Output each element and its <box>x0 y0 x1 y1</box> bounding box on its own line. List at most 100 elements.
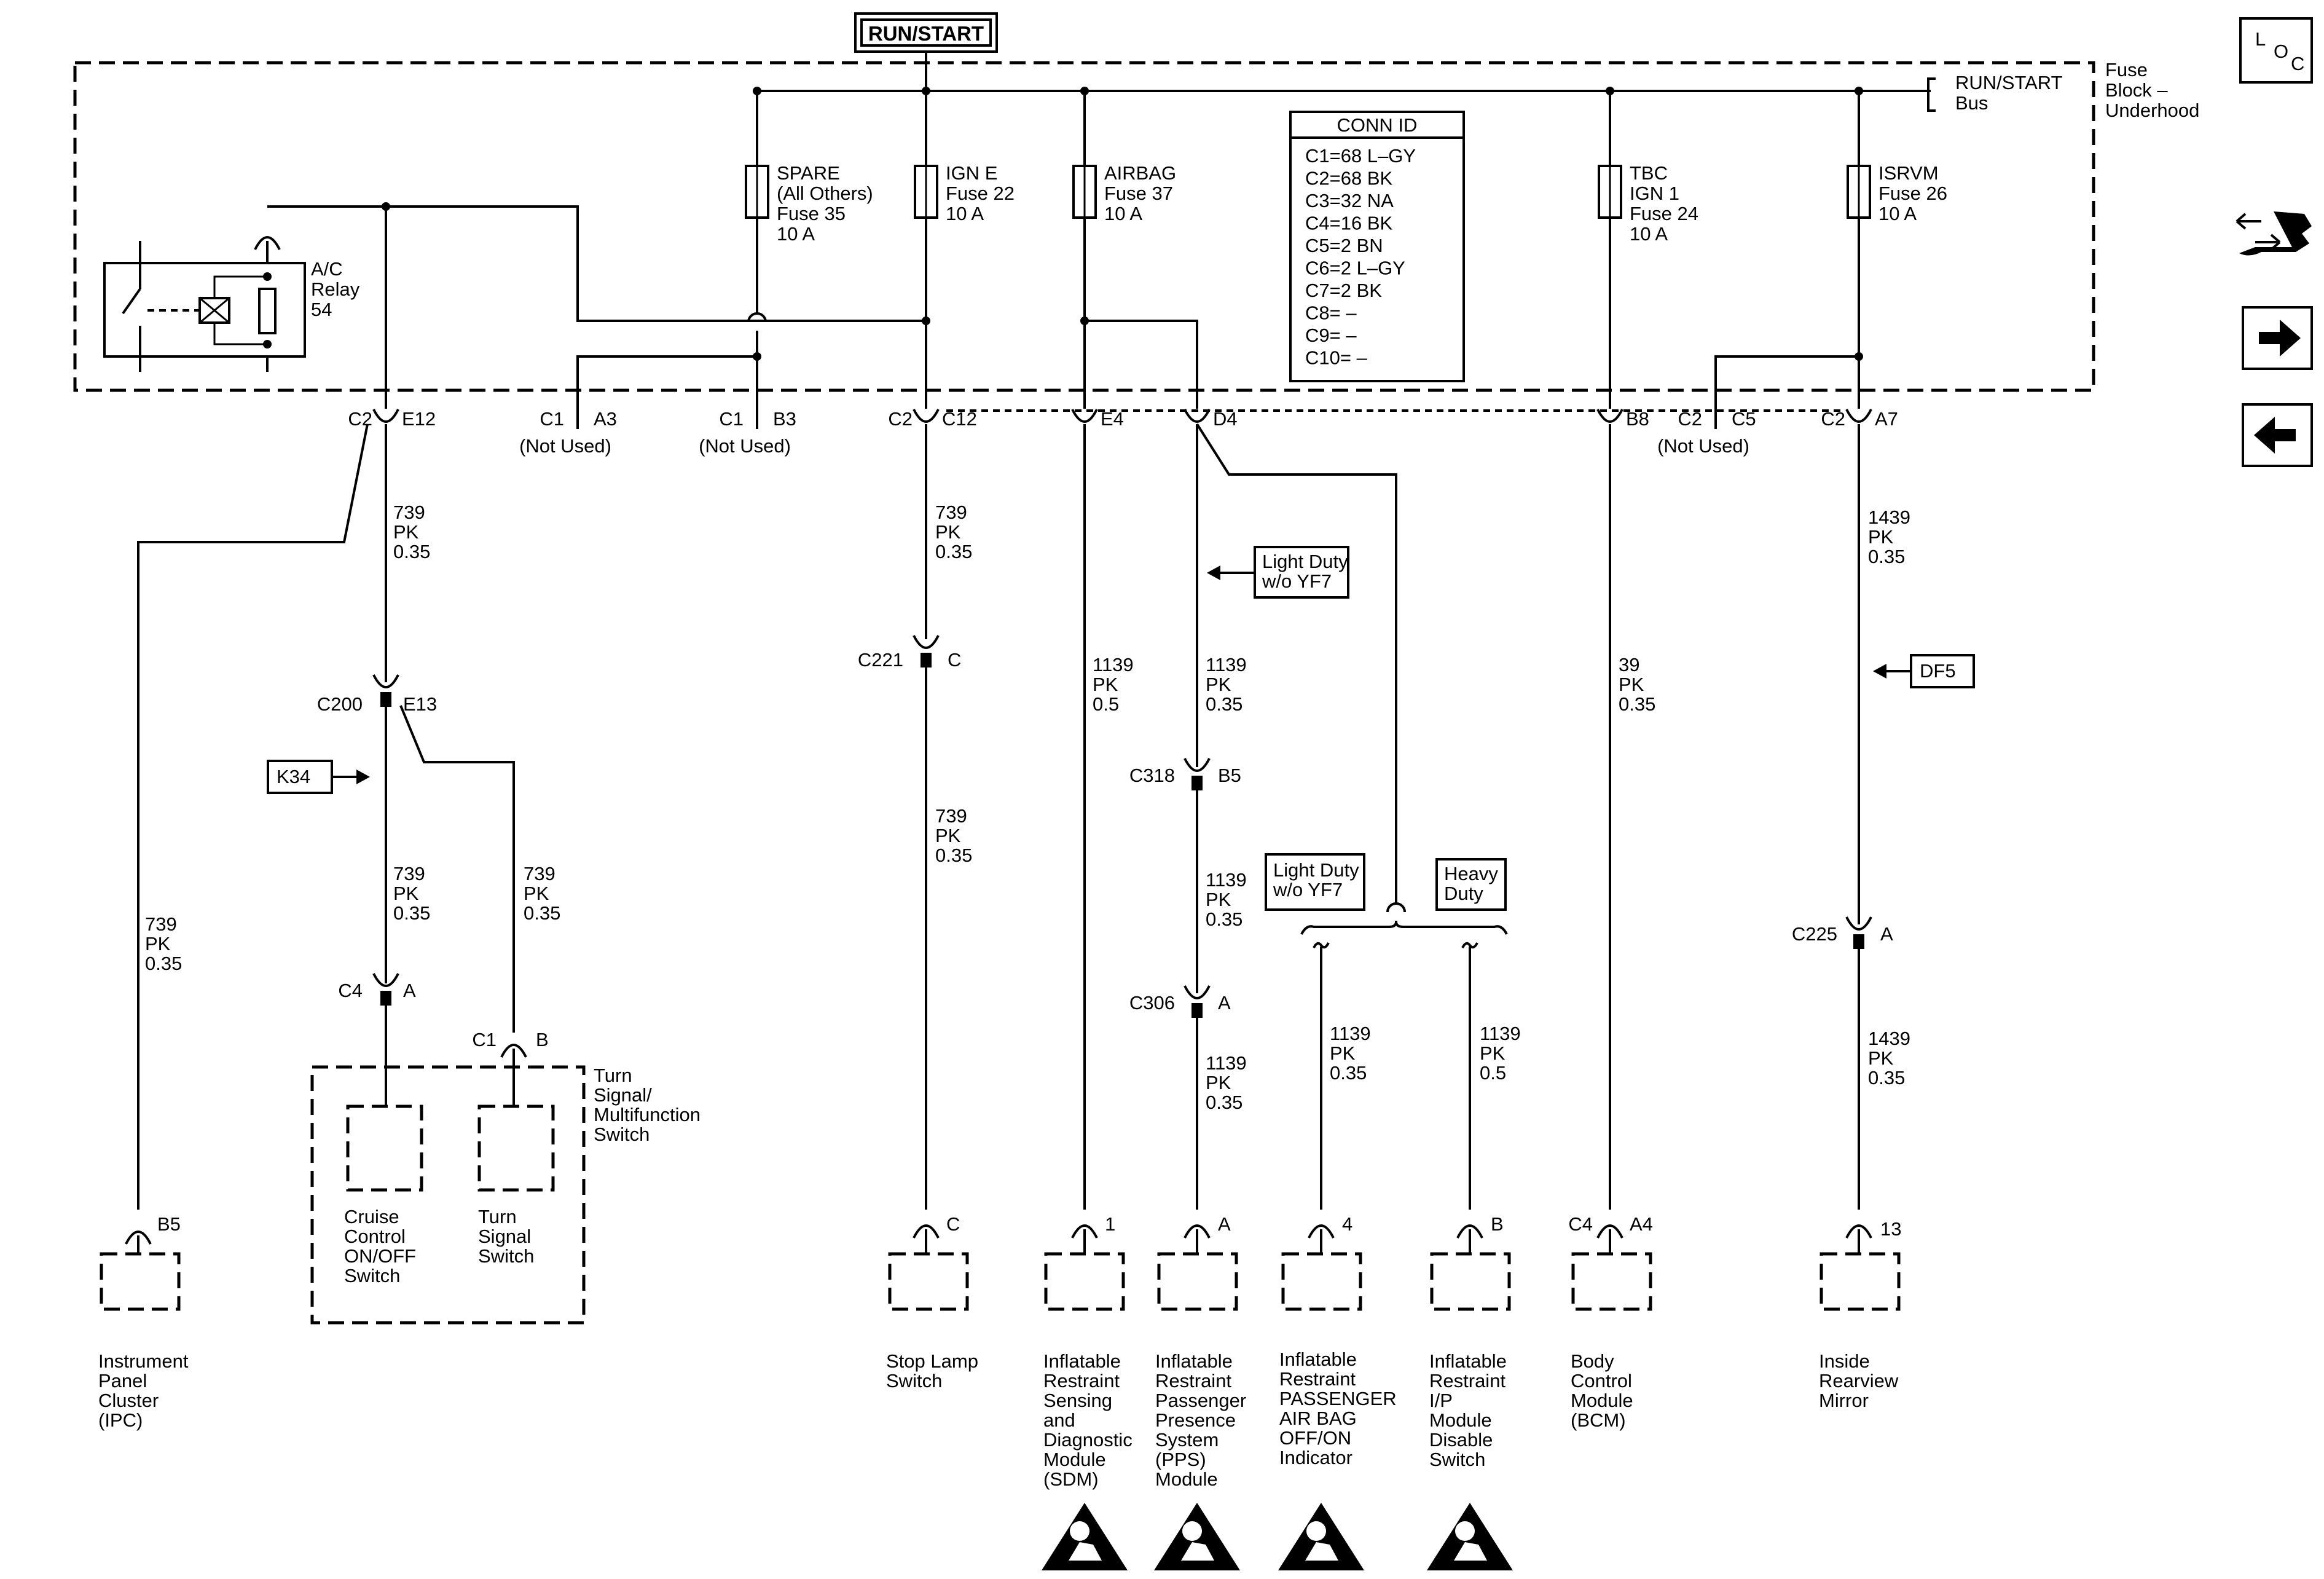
component-outline <box>1820 1252 1901 1311</box>
run-start-label: RUN/START <box>868 22 984 45</box>
conn-id-row: C5=2 BN <box>1305 235 1383 256</box>
wire-label-1139: 0.5 <box>1093 693 1119 715</box>
wire-739-turn <box>399 705 515 1033</box>
connector-female <box>372 973 399 987</box>
component-label-pps: Inflatable <box>1155 1350 1233 1372</box>
component-pin-label: B5 <box>157 1213 181 1235</box>
wire-label-739: PK <box>935 825 961 846</box>
connector-pin <box>382 693 390 706</box>
wire-1139-heavy <box>1196 423 1397 904</box>
turn-switch-title: Signal/ <box>594 1084 652 1106</box>
component-pin-label: C <box>946 1213 960 1235</box>
conn-id-row: C10= – <box>1305 347 1368 369</box>
loc-button[interactable] <box>2239 17 2313 84</box>
cruise-switch-label: Cruise <box>344 1206 399 1227</box>
option-k34-label: K34 <box>277 766 310 787</box>
fuse-label-isrvm: ISRVM <box>1878 162 1939 184</box>
wire-label-739: 0.35 <box>524 902 560 924</box>
wire-label-1439: 1439 <box>1868 506 1910 528</box>
airbag-occupant-icon <box>1306 1521 1326 1541</box>
terminal-conn: C2 <box>1821 408 1845 430</box>
conn-id-row: C4=16 BK <box>1305 213 1393 234</box>
wire-label-1439: 0.35 <box>1868 546 1905 567</box>
wire-label-739: 739 <box>935 502 967 523</box>
component-label-disable: Restraint <box>1429 1370 1505 1392</box>
wire-crossover <box>747 312 767 323</box>
wire-label-739: 0.35 <box>145 953 182 974</box>
fuse-label-ign-e: IGN E <box>946 162 997 184</box>
relay-coil-lead <box>213 275 267 298</box>
tools-wrench-icon <box>2239 211 2312 256</box>
component-outline <box>1281 1252 1362 1311</box>
relay-label: A/C <box>311 258 343 280</box>
fuse-label-spare: 10 A <box>777 223 815 245</box>
relay-diode <box>258 288 277 334</box>
wire-label-739: 0.35 <box>393 541 430 562</box>
c1-pin: B <box>536 1029 549 1050</box>
fuse-label-airbag: Fuse 37 <box>1104 183 1173 204</box>
wire-c5 <box>1714 355 1859 409</box>
wire-label-739: 739 <box>935 805 967 827</box>
conn-id-row: C3=32 NA <box>1305 190 1394 211</box>
fuse-label-spare: (All Others) <box>777 183 873 204</box>
option-light-duty-label: w/o YF7 <box>1273 879 1343 900</box>
wire-label-1139: PK <box>1206 1072 1231 1093</box>
bus-label: RUN/START <box>1955 72 2063 93</box>
terminal-conn: C1 <box>719 408 744 430</box>
wire-label-1139: PK <box>1330 1042 1356 1064</box>
connector-female <box>1071 409 1098 423</box>
option-df5-label: DF5 <box>1920 660 1956 682</box>
fuse-label-tbc: 10 A <box>1630 223 1668 245</box>
wire-label-1139: 1139 <box>1093 654 1134 675</box>
bus-label: Bus <box>1955 92 1988 114</box>
cruise-switch-label: Switch <box>344 1265 400 1286</box>
wire-d4-feed <box>1085 320 1198 409</box>
component-label-pps: (PPS) <box>1155 1449 1206 1470</box>
c318-pin: B5 <box>1218 765 1241 786</box>
connector-male <box>1308 1224 1335 1238</box>
connector-tools-icon[interactable] <box>2236 211 2312 256</box>
component-outline <box>1044 1252 1125 1311</box>
arrow-head <box>356 770 370 784</box>
wire-break <box>1461 942 1478 949</box>
wire-label-1139: 1139 <box>1480 1023 1521 1044</box>
component-label-sdm: Module <box>1043 1449 1106 1470</box>
turn-switch-label: Signal <box>478 1226 531 1247</box>
relay-coil-x <box>199 297 230 324</box>
terminal-conn: C2 <box>1678 408 1702 430</box>
connector-female <box>913 635 940 649</box>
relay-coil-lead <box>213 323 267 345</box>
fuse-label-isrvm: 10 A <box>1878 203 1917 224</box>
connector-female <box>1184 758 1211 772</box>
c4-pin: A <box>403 980 416 1001</box>
airbag-occupant-icon <box>1454 1542 1487 1561</box>
connector-female <box>913 409 940 423</box>
relay-feed <box>388 205 926 322</box>
cruise-switch-label: ON/OFF <box>344 1245 416 1267</box>
wire-label-1139: PK <box>1480 1042 1505 1064</box>
component-label-ipc: Panel <box>98 1370 147 1392</box>
connector-male <box>500 1044 527 1058</box>
conn-id-row: C7=2 BK <box>1305 280 1382 301</box>
component-pin-label: 1 <box>1105 1213 1115 1235</box>
c200-pin: E13 <box>403 693 437 715</box>
relay-label: 54 <box>311 299 332 320</box>
airbag-occupant-icon <box>1455 1521 1475 1541</box>
fuse-label-ign-e: Fuse 22 <box>946 183 1015 204</box>
splice-dot <box>263 272 272 281</box>
connector-male <box>1456 1224 1483 1238</box>
connector-female <box>372 674 399 688</box>
terminal-pin: D4 <box>1213 408 1238 430</box>
terminal-note: (Not Used) <box>519 435 611 457</box>
component-outline <box>1157 1252 1238 1311</box>
component-label-pps: System <box>1155 1429 1219 1451</box>
airbag-occupant-icon <box>1069 1542 1102 1561</box>
component-label-disable: I/P <box>1429 1390 1453 1411</box>
terminal-pin: B3 <box>773 408 796 430</box>
terminal-conn: C1 <box>540 408 564 430</box>
airbag-occupant-icon <box>1305 1542 1338 1561</box>
fuse-label-tbc: TBC <box>1630 162 1668 184</box>
fuse-label-airbag: 10 A <box>1104 203 1142 224</box>
component-pin-label: A4 <box>1630 1213 1653 1235</box>
airbag-occupant-icon <box>1070 1521 1089 1541</box>
